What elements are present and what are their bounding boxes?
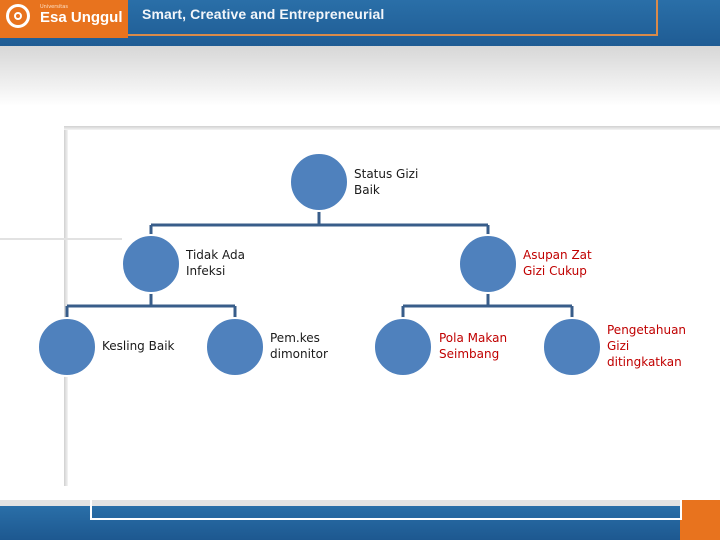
background-band [0, 46, 720, 106]
header-divider [128, 34, 658, 36]
panel-edge-top [64, 126, 720, 130]
root-node [289, 152, 349, 212]
logo: Universitas Esa Unggul [0, 0, 128, 38]
child-node-2 [458, 234, 518, 294]
logo-text: Esa Unggul [40, 9, 123, 26]
logo-subtext: Universitas [40, 4, 68, 10]
footer-accent [680, 500, 720, 540]
child-node-1 [121, 234, 181, 294]
decorative-line [0, 238, 122, 240]
footer-strip [0, 500, 720, 506]
footer-bar [0, 506, 720, 540]
child-2-label: Asupan Zat Gizi Cukup [523, 248, 592, 278]
grandchild-node-4 [542, 317, 602, 377]
grandchild-node-3 [373, 317, 433, 377]
grandchild-1-label: Kesling Baik [102, 339, 175, 353]
grandchild-2-label: Pem.kes dimonitor [270, 331, 328, 361]
root-label: Status Gizi Baik [354, 167, 419, 197]
header-bar: Universitas Esa Unggul Smart, Creative a… [0, 0, 720, 46]
grandchild-node-2 [205, 317, 265, 377]
footer-frame [90, 500, 682, 520]
grandchild-node-1 [37, 317, 97, 377]
grandchild-3-label: Pola Makan Seimbang [439, 331, 508, 361]
child-1-label: Tidak Ada Infeksi [186, 248, 245, 278]
grandchild-4-label: Pengetahuan Gizi ditingkatkan [607, 323, 687, 369]
logo-icon [6, 4, 30, 28]
header-divider-vertical [656, 0, 658, 36]
tagline: Smart, Creative and Entrepreneurial [142, 6, 385, 22]
